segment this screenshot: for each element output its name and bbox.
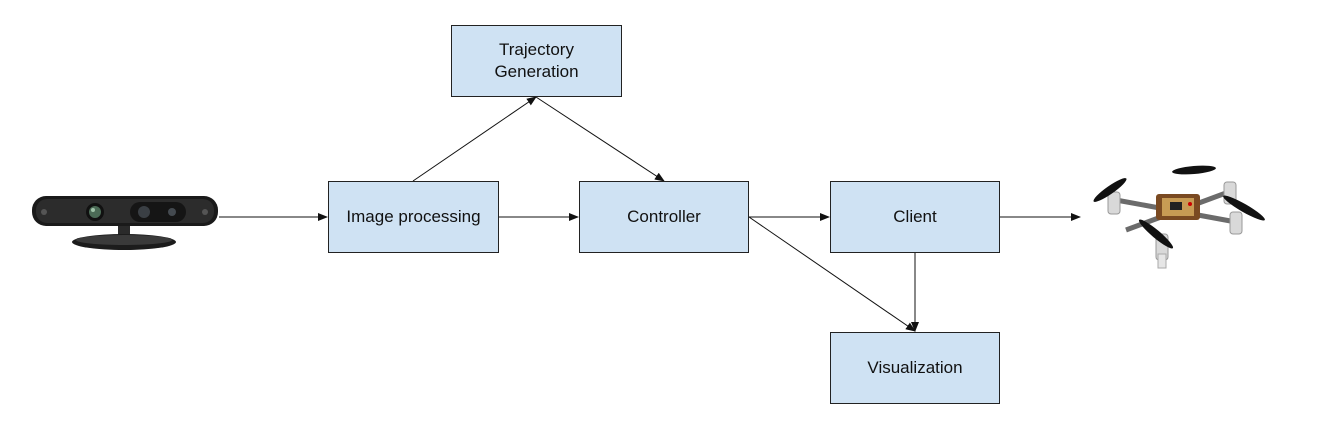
visualization-box: Visualization (830, 332, 1000, 404)
edge-image-processing-to-trajectory (412, 96, 537, 182)
image-processing-box: Image processing (328, 181, 499, 253)
quadcopter-drone-icon (1093, 165, 1265, 269)
client-box: Client (830, 181, 1000, 253)
controller-box: Controller (579, 181, 749, 253)
trajectory-generation-box: Trajectory Generation (451, 25, 622, 97)
edge-trajectory-to-controller (535, 96, 665, 182)
depth-camera-icon (32, 196, 218, 250)
